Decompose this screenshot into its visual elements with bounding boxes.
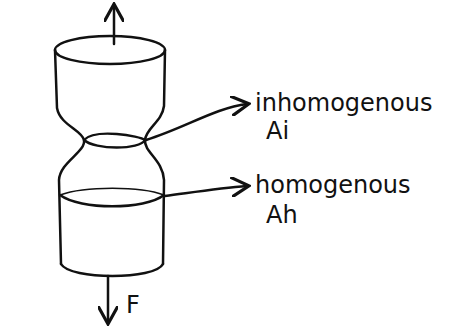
force-arrow-up	[113, 6, 116, 44]
force-label: F	[126, 292, 140, 318]
region-label: inhomogenous	[255, 90, 432, 116]
left-outline	[55, 50, 84, 264]
leader-line	[165, 186, 247, 196]
area-symbol: Ah	[266, 202, 298, 228]
area-symbol: Ai	[266, 118, 289, 144]
neck-section	[84, 134, 145, 148]
right-outline	[145, 50, 165, 264]
leader-line	[146, 104, 247, 140]
homogeneous-section	[60, 195, 164, 206]
homogeneous-section-back	[60, 188, 164, 195]
bottom-face	[61, 264, 163, 276]
force-arrow-down	[107, 276, 110, 322]
top-face	[55, 36, 165, 64]
region-label: homogenous	[255, 172, 411, 198]
